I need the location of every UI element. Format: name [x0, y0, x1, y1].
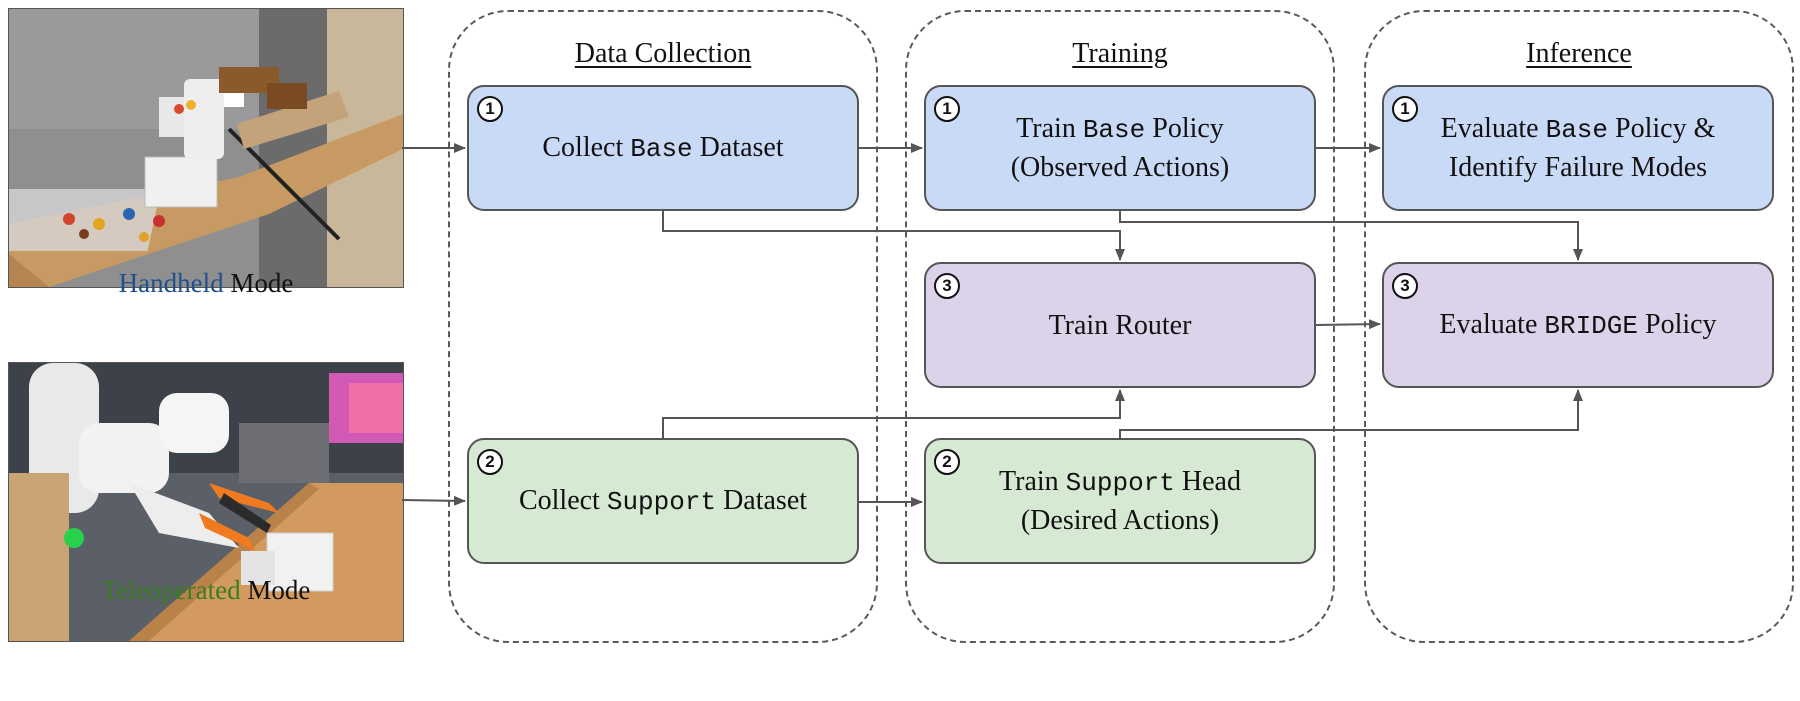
- step-number-badge: 3: [1392, 273, 1418, 299]
- box-text: Train: [1016, 113, 1083, 144]
- handheld-word: Handheld: [118, 268, 224, 298]
- data-collection-panel: Data Collection: [448, 10, 878, 643]
- box-text: Head: [1174, 466, 1241, 497]
- box-text: Train: [999, 466, 1066, 497]
- box-text: Policy: [1145, 113, 1224, 144]
- box-text: Dataset: [692, 131, 784, 163]
- step-number-badge: 1: [934, 96, 960, 122]
- code-term: Base: [1545, 115, 1609, 145]
- teleoperated-mode-photo: [8, 362, 404, 642]
- box-text: Policy: [1638, 308, 1717, 340]
- teleoperated-word: Teleoperated: [101, 575, 241, 605]
- teleoperated-suffix: Mode: [240, 575, 311, 605]
- step-number-badge: 2: [934, 449, 960, 475]
- box-text-line2: (Desired Actions): [1020, 505, 1220, 536]
- code-term: Support: [1065, 468, 1175, 498]
- code-term: Base: [630, 133, 693, 164]
- step-number-badge: 1: [477, 96, 503, 122]
- inference-title: Inference: [1526, 38, 1632, 69]
- box-text: Dataset: [716, 484, 808, 516]
- teleoperated-mode-caption: Teleoperated Mode: [5, 575, 407, 606]
- handheld-mode-photo: [8, 8, 404, 288]
- code-term: BRIDGE: [1544, 310, 1638, 341]
- data-collection-title: Data Collection: [574, 38, 752, 69]
- box-text-line2: (Observed Actions): [1010, 152, 1230, 183]
- box-text: Evaluate: [1440, 113, 1546, 144]
- train-base-policy-box: 1 Train Base Policy (Observed Actions): [924, 85, 1316, 211]
- training-panel: Training: [905, 10, 1335, 643]
- handheld-suffix: Mode: [223, 268, 294, 298]
- code-term: Support: [606, 486, 717, 517]
- evaluate-bridge-policy-box: 3 Evaluate BRIDGE Policy: [1382, 262, 1774, 388]
- training-title: Training: [1072, 38, 1168, 69]
- train-router-box: 3 Train Router: [924, 262, 1316, 388]
- collect-base-dataset-box: 1 Collect Base Dataset: [467, 85, 859, 211]
- box-text: Policy &: [1608, 113, 1716, 144]
- box-text: Train Router: [1048, 309, 1192, 341]
- inference-panel: Inference: [1364, 10, 1794, 643]
- evaluate-base-policy-box: 1 Evaluate Base Policy & Identify Failur…: [1382, 85, 1774, 211]
- box-text: Collect: [542, 131, 631, 163]
- train-support-head-box: 2 Train Support Head (Desired Actions): [924, 438, 1316, 564]
- box-text-line2: Identify Failure Modes: [1448, 152, 1708, 183]
- step-number-badge: 3: [934, 273, 960, 299]
- box-text: Collect: [518, 484, 607, 516]
- step-number-badge: 1: [1392, 96, 1418, 122]
- code-term: Base: [1082, 115, 1146, 145]
- handheld-mode-caption: Handheld Mode: [5, 268, 407, 299]
- step-number-badge: 2: [477, 449, 503, 475]
- collect-support-dataset-box: 2 Collect Support Dataset: [467, 438, 859, 564]
- box-text: Evaluate: [1439, 308, 1545, 340]
